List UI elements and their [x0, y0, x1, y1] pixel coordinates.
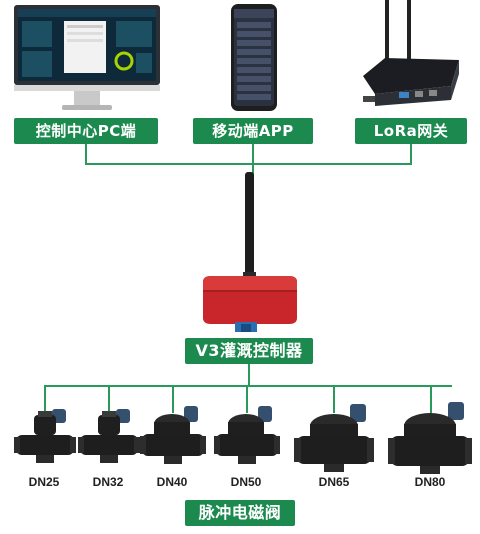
connector-dn50: [246, 385, 248, 413]
connector-from-controller: [248, 364, 250, 386]
valve-label-dn40: DN40: [156, 475, 188, 489]
connector-gateway: [410, 144, 412, 164]
valve-label-dn25: DN25: [28, 475, 60, 489]
valve-label-dn32: DN32: [92, 475, 124, 489]
valve-dn65-image: [294, 402, 374, 474]
connector-dn40: [172, 385, 174, 413]
connector-app: [252, 144, 254, 164]
connector-dn32: [108, 385, 110, 413]
connector-dn80: [430, 385, 432, 413]
valve-label-dn50: DN50: [230, 475, 262, 489]
valve-dn50-image: [214, 404, 280, 468]
valve-label-dn65: DN65: [318, 475, 350, 489]
valve-dn25-image: [14, 405, 76, 467]
pc-label: 控制中心PC端: [14, 118, 158, 144]
top-bus-line: [85, 163, 412, 165]
controller-label: V3灌溉控制器: [185, 338, 313, 364]
connector-to-controller: [252, 163, 254, 177]
connector-pc: [85, 144, 87, 164]
valve-label-dn80: DN80: [414, 475, 446, 489]
connector-dn65: [333, 385, 335, 413]
valve-group-label: 脉冲电磁阀: [185, 500, 295, 526]
mobile-phone-image: [230, 3, 278, 113]
controller-image: [195, 172, 305, 332]
pc-monitor-image: [12, 5, 162, 115]
app-label: 移动端APP: [193, 118, 313, 144]
valve-dn80-image: [388, 400, 472, 476]
valve-dn40-image: [140, 404, 206, 468]
lora-gateway-image: [355, 0, 467, 110]
gateway-label: LoRa网关: [355, 118, 467, 144]
valve-dn32-image: [78, 405, 140, 467]
bottom-bus-line: [44, 385, 452, 387]
connector-dn25: [44, 385, 46, 413]
